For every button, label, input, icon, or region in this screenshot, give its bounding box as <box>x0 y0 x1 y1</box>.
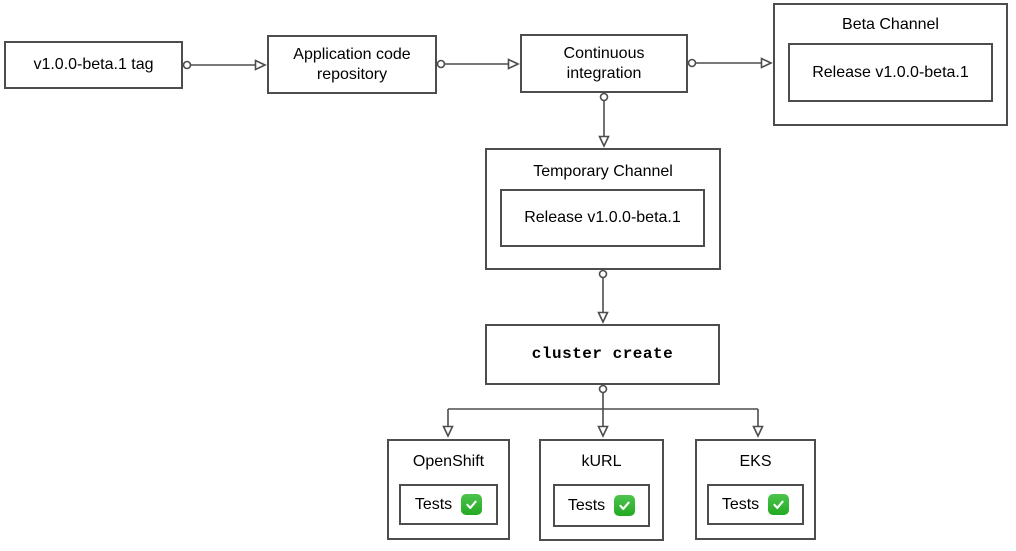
node-cluster-eks-title: EKS <box>739 453 772 470</box>
node-cluster-create: cluster create <box>485 324 720 385</box>
node-cluster-kurl-title: kURL <box>581 453 622 470</box>
connector-tag-to-repo <box>184 61 266 70</box>
node-continuous-integration-label: Continuous integration <box>563 45 645 82</box>
connector-ci-to-beta-channel <box>689 59 772 68</box>
node-temporary-channel-title: Temporary Channel <box>533 163 673 180</box>
node-cluster-openshift-tests: Tests <box>399 484 498 525</box>
node-cluster-eks: EKS Tests <box>695 439 816 540</box>
green-check-icon <box>461 494 483 515</box>
green-check-icon <box>614 495 636 516</box>
connector-repo-to-ci <box>438 60 519 69</box>
node-app-repo: Application code repository <box>267 35 437 94</box>
node-cluster-eks-tests: Tests <box>707 484 804 525</box>
node-cluster-kurl-tests: Tests <box>553 484 650 527</box>
node-beta-channel-release-label: Release v1.0.0-beta.1 <box>812 63 969 81</box>
green-check-icon <box>768 494 790 515</box>
node-temporary-channel: Temporary Channel Release v1.0.0-beta.1 <box>485 148 721 270</box>
node-beta-channel: Beta Channel Release v1.0.0-beta.1 <box>773 3 1008 126</box>
tests-label: Tests <box>721 495 760 513</box>
node-beta-channel-title: Beta Channel <box>842 16 939 33</box>
node-temporary-channel-release: Release v1.0.0-beta.1 <box>500 189 705 247</box>
node-beta-channel-release: Release v1.0.0-beta.1 <box>788 43 993 102</box>
tests-label: Tests <box>567 496 606 514</box>
node-continuous-integration: Continuous integration <box>520 34 688 93</box>
connector-cluster-create-to-clusters <box>444 386 763 437</box>
node-app-repo-label: Application code repository <box>293 46 411 83</box>
connector-ci-to-temp-channel <box>600 94 609 147</box>
node-version-tag-label: v1.0.0-beta.1 tag <box>33 56 154 74</box>
connector-temp-channel-to-cluster-create <box>599 271 608 323</box>
node-cluster-openshift: OpenShift Tests <box>387 439 510 540</box>
tests-label: Tests <box>414 495 453 513</box>
node-temporary-channel-release-label: Release v1.0.0-beta.1 <box>524 209 681 226</box>
node-cluster-openshift-title: OpenShift <box>412 453 485 470</box>
node-cluster-create-label: cluster create <box>531 344 674 363</box>
node-cluster-kurl: kURL Tests <box>539 439 664 541</box>
node-version-tag: v1.0.0-beta.1 tag <box>4 41 183 89</box>
